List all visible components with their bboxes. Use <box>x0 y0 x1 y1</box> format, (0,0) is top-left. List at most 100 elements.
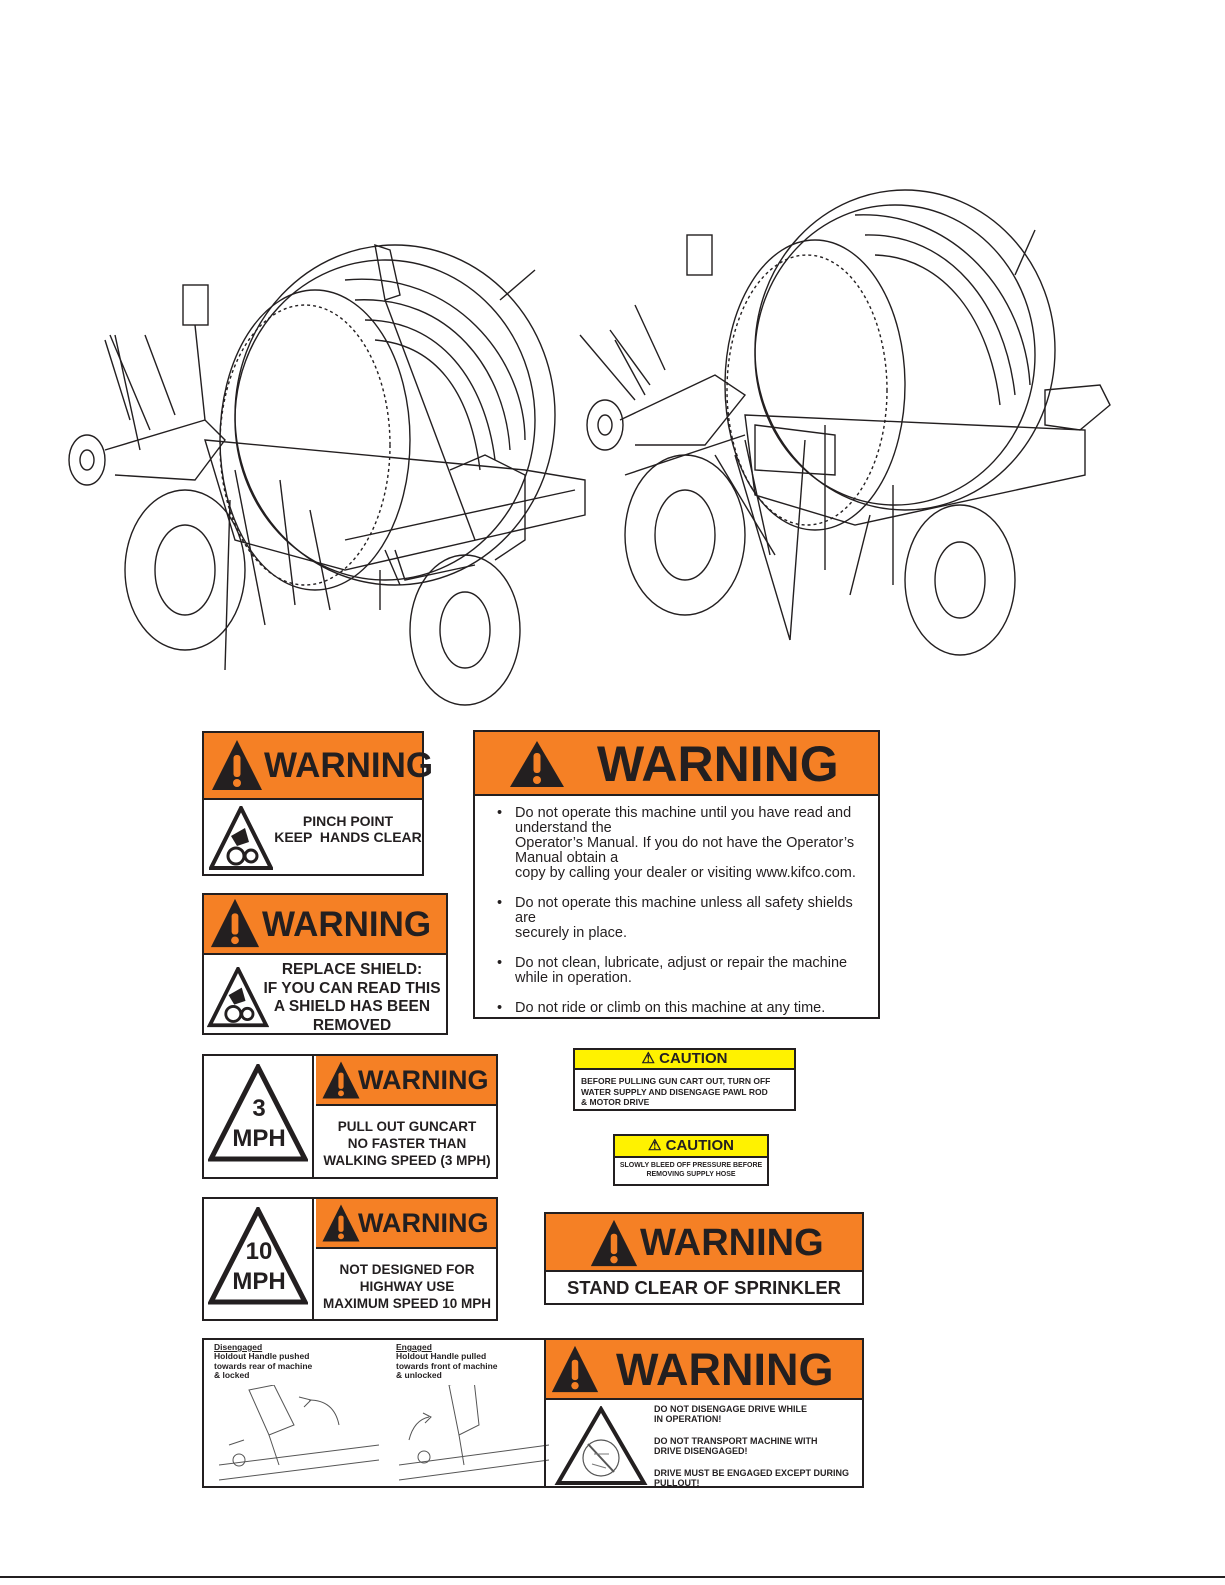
drive-line-4: DO NOT TRANSPORT MACHINE WITH <box>654 1436 818 1446</box>
panel-divider <box>544 1340 546 1486</box>
bullet-no-riding: Do not ride or climb on this machine at … <box>475 1001 875 1017</box>
speed-10-line-1: NOT DESIGNED FOR <box>339 1262 475 1277</box>
speed-unit: MPH <box>232 1125 286 1152</box>
caution-gun-cart-decal: ⚠ CAUTION BEFORE PULLING GUN CART OUT, T… <box>573 1048 796 1111</box>
decal-header: WARNING <box>546 1340 862 1400</box>
speed-value: 3 <box>252 1095 266 1122</box>
drive-line-8: PULLOUT! <box>654 1478 700 1488</box>
drive-line-1: DO NOT DISENGAGE DRIVE WHILE <box>654 1404 808 1414</box>
drive-warning-text: DO NOT DISENGAGE DRIVE WHILE IN OPERATIO… <box>654 1404 864 1488</box>
speed-unit: MPH <box>232 1268 286 1295</box>
decal-header: WARNING <box>316 1056 496 1106</box>
caution-bleed-text: SLOWLY BLEED OFF PRESSURE BEFORE REMOVIN… <box>615 1158 767 1179</box>
replace-shield-line-2: IF YOU CAN READ THIS <box>263 979 441 997</box>
warning-header: WARNING <box>358 1065 489 1095</box>
drive-line-5: DRIVE DISENGAGED! <box>654 1446 748 1456</box>
caution-line-3: & MOTOR DRIVE <box>581 1097 650 1107</box>
operator-manual-warning-decal: WARNING Do not operate this machine unti… <box>473 730 880 1019</box>
caution-header: ⚠ CAUTION <box>575 1050 794 1070</box>
engaged-line-1: Holdout Handle pulled <box>396 1351 487 1361</box>
pinch-point-line: PINCH POINT <box>302 813 394 829</box>
disengaged-title: Disengaged <box>214 1342 263 1352</box>
exclamation-triangle-icon <box>551 1345 599 1393</box>
engaged-line-2: towards front of machine <box>396 1360 498 1371</box>
decal-header: WARNING <box>546 1214 862 1272</box>
caution-gun-cart-text: BEFORE PULLING GUN CART OUT, TURN OFF WA… <box>575 1070 794 1108</box>
decal-header: WARNING <box>204 733 433 798</box>
disengaged-line-3: & locked <box>214 1370 250 1380</box>
engaged-diagram <box>399 1385 549 1481</box>
decal-header: WARNING <box>204 895 446 953</box>
drive-line-7: DRIVE MUST BE ENGAGED EXCEPT DURING <box>654 1468 850 1478</box>
warning-header: WARNING <box>640 1222 824 1264</box>
warning-header: WARNING <box>597 736 839 792</box>
warning-header: WARNING <box>358 1208 489 1238</box>
speed-3-line-1: PULL OUT GUNCART <box>337 1119 477 1134</box>
replace-shield-line-3: A SHIELD HAS BEEN <box>273 998 431 1015</box>
caution-label: CAUTION <box>665 1137 734 1154</box>
engaged-panel: Engaged Holdout Handle pulled towards fr… <box>396 1342 546 1381</box>
hand-gear-icon <box>207 967 269 1028</box>
bullet-safety-shields: Do not operate this machine unless all s… <box>475 896 875 941</box>
caution-line-1: BEFORE PULLING GUN CART OUT, TURN OFF <box>581 1076 771 1086</box>
drive-line-2: IN OPERATION! <box>654 1414 722 1424</box>
speed-3-mph-decal: 3 MPH WARNING PULL OUT GUNCART NO FASTER… <box>202 1054 498 1179</box>
caution-line-2: WATER SUPPLY AND DISENGAGE PAWL ROD <box>581 1086 768 1097</box>
exclamation-triangle-icon <box>322 1061 360 1099</box>
left-reel-illustration <box>68 243 586 706</box>
drive-pictogram-icon <box>554 1406 648 1485</box>
decal-header: WARNING <box>475 732 878 794</box>
caution-line-2: REMOVING SUPPLY HOSE <box>646 1171 736 1178</box>
exclamation-triangle-icon <box>510 741 564 787</box>
bullet-read-manual: Do not operate this machine until you ha… <box>475 806 875 881</box>
caution-line-1: SLOWLY BLEED OFF PRESSURE BEFORE <box>619 1162 763 1169</box>
speed-10-text: NOT DESIGNED FOR HIGHWAY USE MAXIMUM SPE… <box>316 1261 498 1312</box>
stand-clear-decal: WARNING STAND CLEAR OF SPRINKLER <box>544 1212 864 1305</box>
warning-triangle-icon: ⚠ <box>648 1137 662 1154</box>
exclamation-triangle-icon <box>590 1219 638 1267</box>
decal-header: WARNING <box>316 1199 496 1249</box>
drive-line-3 <box>654 1424 864 1436</box>
disengaged-diagram <box>219 1385 379 1481</box>
speed-10-mph-decal: 10 MPH WARNING NOT DESIGNED FOR HIGHWAY … <box>202 1197 498 1321</box>
disengaged-line-1: Holdout Handle pushed <box>214 1351 310 1361</box>
disengaged-panel: Disengaged Holdout Handle pushed towards… <box>214 1342 384 1381</box>
page-bottom-rule <box>0 1576 1225 1578</box>
exclamation-triangle-icon <box>212 740 262 790</box>
speed-triangle-icon <box>208 1064 308 1162</box>
speed-10-line-2: HIGHWAY USE <box>359 1279 455 1294</box>
sign-panel: 3 MPH <box>204 1056 314 1177</box>
caution-label: CAUTION <box>659 1050 728 1067</box>
drive-engagement-decal: Disengaged Holdout Handle pushed towards… <box>202 1338 864 1488</box>
replace-shield-line-1: REPLACE SHIELD: <box>281 961 423 978</box>
disengaged-line-2: towards rear of machine <box>214 1360 313 1371</box>
header-divider <box>204 953 446 955</box>
bullet-no-maintenance: Do not clean, lubricate, adjust or repai… <box>475 956 875 986</box>
speed-triangle-icon <box>208 1207 308 1305</box>
speed-3-line-3: WALKING SPEED (3 MPH) <box>323 1153 491 1168</box>
warning-triangle-icon: ⚠ <box>641 1050 655 1067</box>
warning-header: WARNING <box>264 746 434 785</box>
exclamation-triangle-icon <box>322 1204 360 1242</box>
pinch-point-decal: WARNING PINCH POINT KEEP HANDS CLEAR <box>202 731 433 876</box>
sign-panel: 10 MPH <box>204 1199 314 1319</box>
exclamation-triangle-icon <box>210 898 260 948</box>
keep-hands-clear-line: KEEP HANDS CLEAR <box>274 829 422 845</box>
header-divider <box>475 794 878 796</box>
speed-3-line-2: NO FASTER THAN <box>347 1136 467 1151</box>
warning-header: WARNING <box>262 905 432 944</box>
speed-3-text: PULL OUT GUNCART NO FASTER THAN WALKING … <box>316 1118 498 1169</box>
engaged-title: Engaged <box>396 1342 432 1352</box>
replace-shield-decal: WARNING REPLACE SHIELD: IF YOU CAN READ … <box>202 893 448 1035</box>
caution-header: ⚠ CAUTION <box>615 1136 767 1158</box>
speed-10-line-3: MAXIMUM SPEED 10 MPH <box>322 1296 492 1311</box>
replace-shield-line-4: REMOVED <box>312 1016 392 1034</box>
header-divider <box>204 798 422 800</box>
pinch-point-text: PINCH POINT KEEP HANDS CLEAR <box>274 813 422 845</box>
caution-bleed-pressure-decal: ⚠ CAUTION SLOWLY BLEED OFF PRESSURE BEFO… <box>613 1134 769 1186</box>
replace-shield-text: REPLACE SHIELD: IF YOU CAN READ THIS A S… <box>254 961 450 1035</box>
warning-header: WARNING <box>616 1344 834 1395</box>
right-reel-illustration <box>579 189 1111 656</box>
speed-value: 10 <box>245 1238 273 1265</box>
hand-gear-icon <box>209 806 273 870</box>
